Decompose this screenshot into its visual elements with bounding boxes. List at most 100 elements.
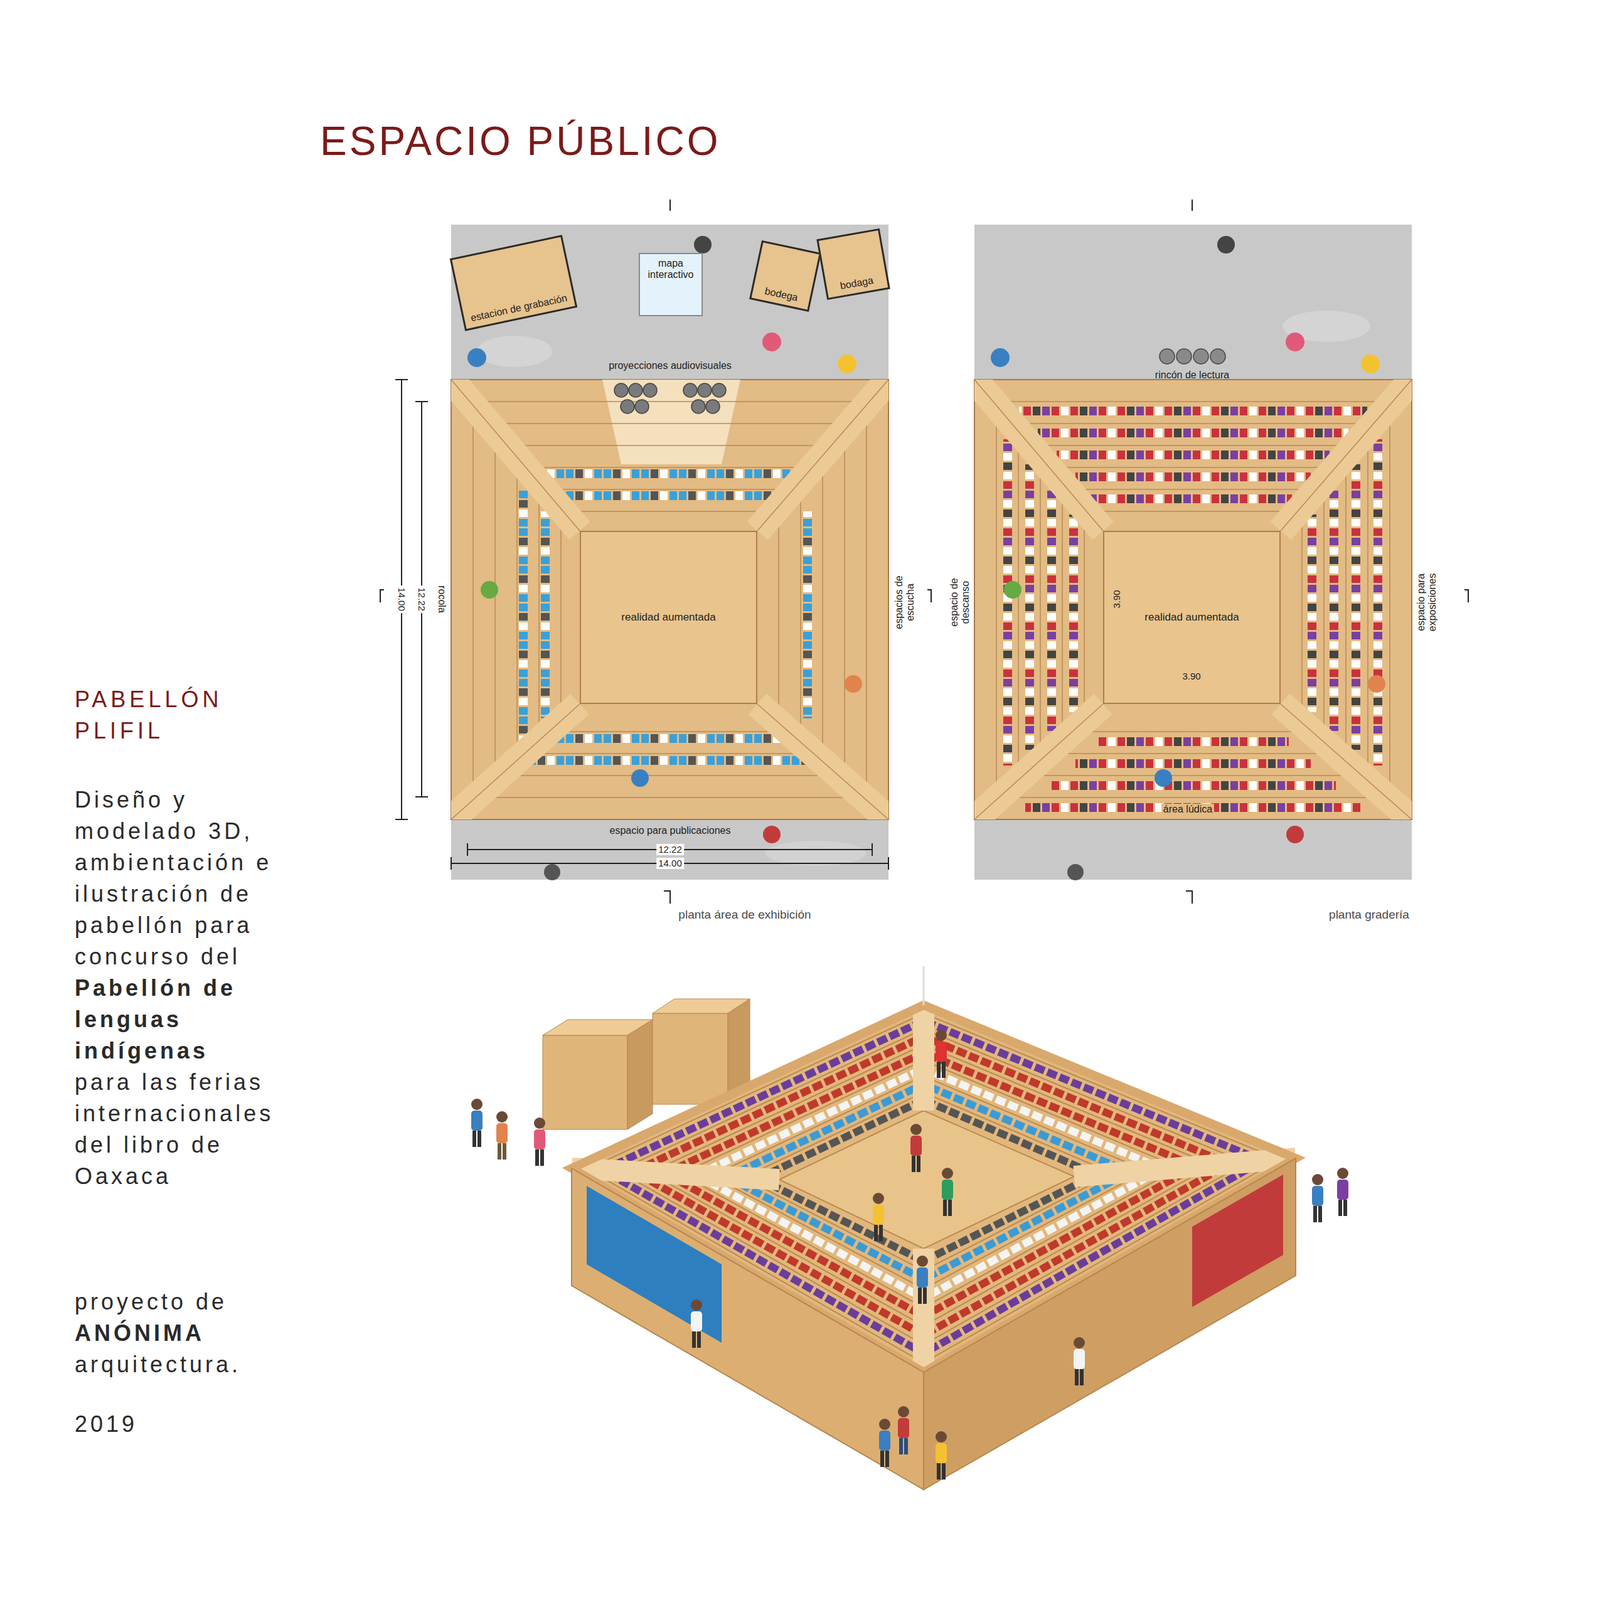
plan-exhibition — [530, 756, 810, 765]
plan-exhibition — [669, 199, 671, 211]
description-block: proyecto deANÓNIMAarquitectura. — [74, 1286, 285, 1381]
plan-exhibition — [927, 589, 932, 603]
plan-grandstand — [974, 379, 1412, 820]
plan-grandstand — [974, 704, 1104, 820]
drawing-caption: planta área de exhibición — [678, 907, 811, 922]
zone-label: rincón de lectura — [1155, 369, 1230, 381]
visitor-figure — [690, 1311, 703, 1332]
plan-grandstand — [974, 224, 1412, 880]
visitor-figure — [690, 1299, 703, 1311]
visitor-dot — [1217, 235, 1235, 254]
visitor-dot — [1360, 354, 1380, 374]
zone-label: área lúdica — [1161, 803, 1215, 816]
plan-grandstand — [1307, 514, 1317, 713]
zone-label: espacio para exposiciones — [1415, 567, 1439, 637]
node-label: bodega — [763, 285, 799, 304]
visitor-figure — [885, 1450, 890, 1467]
node-label: mapa interactivo — [643, 257, 698, 281]
visitor-figure — [477, 1130, 482, 1147]
visitor-dot — [990, 348, 1010, 368]
visitor-dot — [1154, 769, 1173, 787]
plan-grandstand — [1037, 428, 1349, 438]
plan-exhibition — [614, 383, 629, 398]
visitor-figure — [879, 1418, 891, 1430]
visitor-figure — [935, 1431, 947, 1443]
plan-exhibition — [602, 379, 741, 465]
plan-grandstand — [1373, 439, 1383, 766]
visitor-dot — [990, 235, 1386, 881]
visitor-figure — [917, 1287, 922, 1304]
visitor-dot — [1067, 864, 1084, 881]
plan-grandstand — [1047, 489, 1056, 731]
plan-grandstand — [1280, 704, 1412, 820]
visitor-figure — [692, 1331, 696, 1348]
visitor-dot — [467, 348, 487, 368]
visitor-figure — [1313, 1205, 1318, 1223]
plan-exhibition — [705, 399, 720, 414]
plan-exhibition — [451, 379, 580, 531]
storage-box — [542, 1035, 628, 1130]
visitor-dot — [631, 769, 649, 787]
visitor-dot — [844, 675, 863, 693]
zone-label: espacios de escucha — [893, 570, 917, 634]
visitor-dot — [1285, 332, 1305, 352]
plan-exhibition — [887, 857, 890, 870]
visitor-figure — [935, 1029, 947, 1078]
visitor-figure — [922, 1287, 927, 1304]
visitor-figure — [502, 1143, 507, 1160]
plan-exhibition — [634, 399, 649, 414]
plan-grandstand — [974, 199, 1469, 904]
plan-grandstand — [1159, 348, 1226, 364]
plan-grandstand — [1091, 494, 1292, 504]
visitor-figure — [1343, 1199, 1348, 1216]
axonometric-view — [779, 1110, 1075, 1249]
plan-exhibition — [757, 704, 889, 820]
plan-exhibition — [555, 734, 785, 743]
axonometric-view — [1192, 1174, 1284, 1307]
visitor-figure — [535, 1149, 539, 1166]
plan-grandstand — [1056, 450, 1330, 460]
plan-exhibition — [757, 704, 889, 820]
visitor-figure — [874, 1224, 878, 1242]
plan-grandstand — [1050, 781, 1336, 790]
zone-label: espacio para publicaciones — [601, 825, 740, 837]
visitor-figure — [496, 1123, 508, 1144]
plan-grandstand — [1025, 464, 1035, 750]
visitor-figure — [948, 1199, 952, 1216]
plan-grandstand — [1003, 439, 1013, 766]
plan-grandstand — [1193, 348, 1209, 364]
visitor-figure — [1312, 1185, 1324, 1206]
axonometric-view — [471, 966, 1349, 1490]
plan-exhibition — [697, 383, 712, 398]
visitor-figure — [1318, 1205, 1323, 1223]
storage-box — [627, 1019, 653, 1130]
visitor-figure — [879, 1224, 883, 1242]
visitor-figure — [935, 1041, 947, 1062]
plan-exhibition — [803, 511, 812, 719]
visitor-figure — [697, 1331, 701, 1348]
plan-grandstand — [1075, 472, 1311, 482]
year-label: 2019 — [74, 1408, 138, 1440]
axonometric-view — [912, 1005, 935, 1111]
visitor-figure — [941, 1167, 954, 1216]
visitor-dot — [480, 581, 499, 599]
plan-exhibition — [518, 489, 528, 741]
plan-exhibition — [628, 383, 643, 398]
plan-exhibition — [451, 379, 889, 820]
axonometric-view — [586, 1185, 722, 1343]
zone-label: rocola — [436, 585, 448, 614]
dimension-label: 3.90 — [1111, 587, 1123, 610]
visitor-dot — [1286, 825, 1304, 844]
plan-grandstand — [1329, 489, 1339, 731]
drawing-caption: planta gradería — [1328, 907, 1410, 922]
plan-grandstand — [1069, 514, 1078, 713]
zone-label: espacio de descanso — [948, 570, 972, 634]
plan-exhibition — [450, 857, 452, 870]
plan-grandstand — [1075, 759, 1311, 768]
plan-grandstand — [974, 379, 1104, 531]
visitor-figure — [1073, 1349, 1085, 1370]
visitor-figure — [872, 1192, 885, 1242]
visitor-figure — [879, 1418, 891, 1467]
visitor-dot — [762, 332, 782, 352]
visitor-figure — [916, 1255, 928, 1267]
